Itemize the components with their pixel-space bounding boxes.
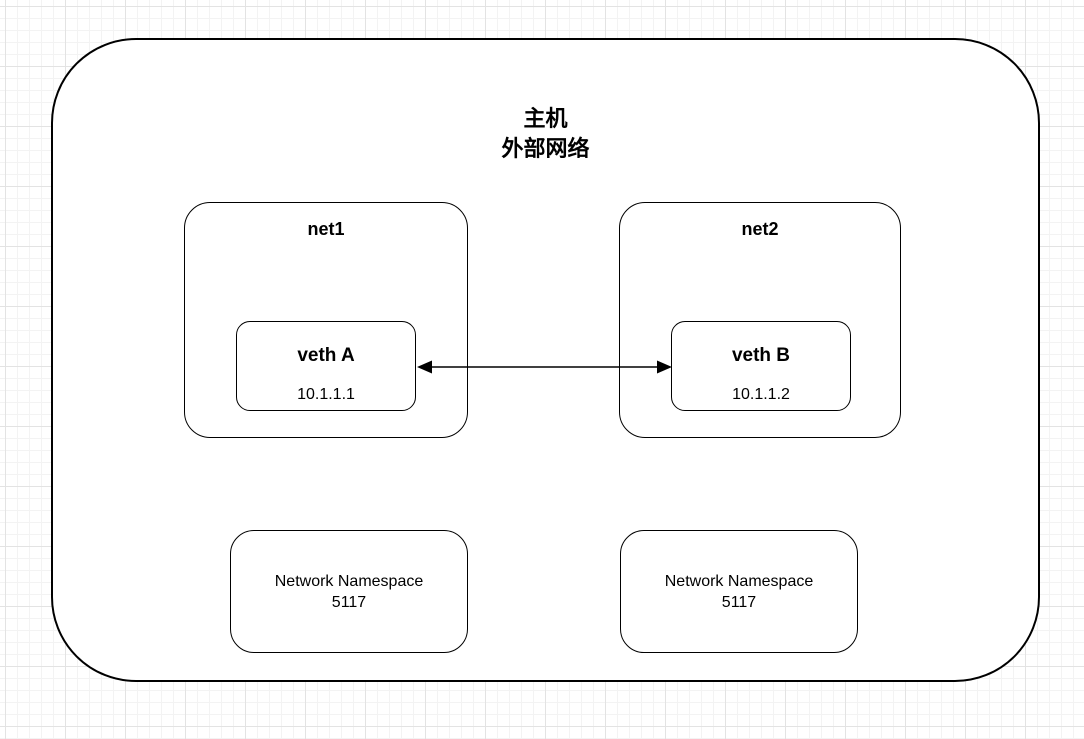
host-title: 主机 外部网络	[53, 104, 1038, 164]
host-container-box: 主机 外部网络 net1 veth A 10.1.1.1 net2 veth B…	[51, 38, 1040, 682]
network-namespace-box-1: Network Namespace 5117	[230, 530, 468, 653]
host-title-line1: 主机	[523, 106, 568, 131]
network-namespace-2-line1: Network Namespace	[664, 572, 814, 590]
veth-a-box: veth A 10.1.1.1	[236, 321, 416, 411]
veth-a-name: veth A	[297, 345, 355, 366]
host-title-line2: 外部网络	[501, 136, 590, 161]
network-namespace-box-2: Network Namespace 5117	[620, 530, 858, 653]
namespace-box-net1: net1 veth A 10.1.1.1	[184, 202, 468, 438]
network-namespace-1-line2: 5117	[331, 593, 367, 611]
network-namespace-2-line2: 5117	[721, 593, 757, 611]
namespace-label-net2: net2	[741, 219, 779, 239]
veth-b-name: veth B	[731, 345, 791, 366]
veth-b-ip: 10.1.1.2	[732, 386, 790, 403]
namespace-label-net1: net1	[307, 219, 345, 239]
veth-connection-arrow	[417, 357, 672, 377]
veth-a-ip: 10.1.1.1	[297, 386, 355, 403]
arrowhead-right-icon	[657, 360, 672, 374]
veth-b-box: veth B 10.1.1.2	[671, 321, 851, 411]
arrowhead-left-icon	[417, 360, 432, 374]
network-namespace-1-line1: Network Namespace	[274, 572, 424, 590]
namespace-box-net2: net2 veth B 10.1.1.2	[619, 202, 901, 438]
